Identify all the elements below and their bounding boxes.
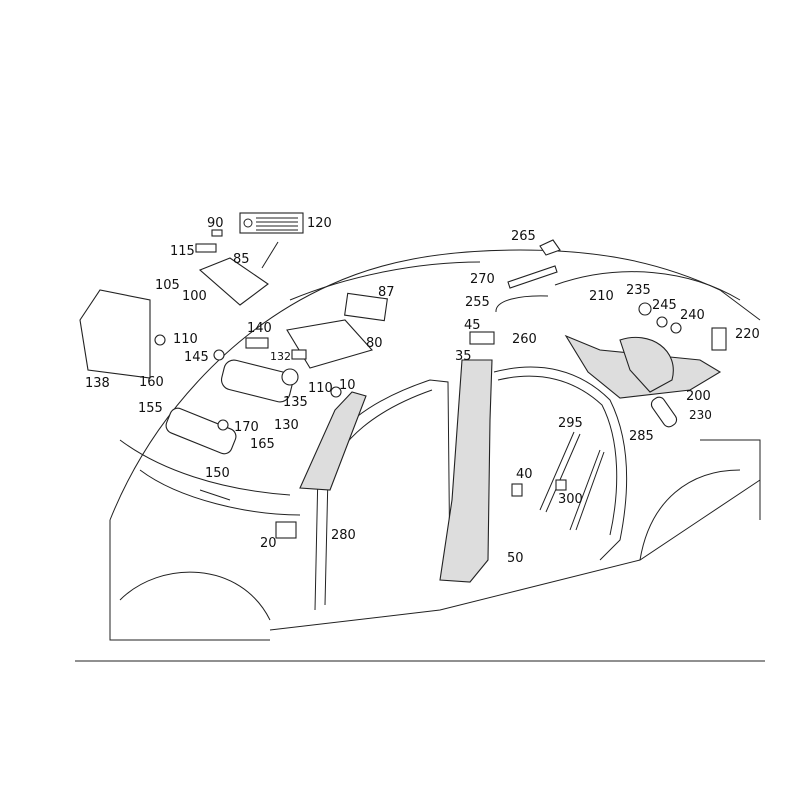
callout-245: 245 bbox=[652, 298, 677, 313]
rear-view-mirror-alt bbox=[165, 407, 237, 455]
callout-240: 240 bbox=[680, 308, 705, 323]
parts bbox=[79, 212, 727, 539]
callout-132: 132 bbox=[270, 350, 291, 363]
callout-100: 100 bbox=[182, 289, 207, 304]
lamp-135 bbox=[281, 368, 299, 386]
vanity-mirror-frame bbox=[344, 292, 388, 322]
callout-165: 165 bbox=[250, 437, 275, 452]
callout-210: 210 bbox=[589, 289, 614, 304]
interior-mirror-assembly bbox=[79, 289, 151, 379]
rear-view-mirror bbox=[220, 359, 294, 403]
callout-80: 80 bbox=[366, 336, 383, 351]
plug-132 bbox=[291, 349, 307, 360]
car-body-outline bbox=[109, 249, 761, 641]
grab-handle-cover-270 bbox=[507, 265, 558, 289]
vent-grille-230 bbox=[650, 396, 678, 428]
callout-130: 130 bbox=[274, 418, 299, 433]
callout-10: 10 bbox=[339, 378, 356, 393]
callout-120: 120 bbox=[307, 216, 332, 231]
callout-300: 300 bbox=[558, 492, 583, 507]
callout-235: 235 bbox=[626, 283, 651, 298]
callout-280: 280 bbox=[331, 528, 356, 543]
prohibited-icon bbox=[243, 218, 253, 228]
callout-138: 138 bbox=[85, 376, 110, 391]
callout-110: 110 bbox=[173, 332, 198, 347]
callout-145: 145 bbox=[184, 350, 209, 365]
callout-170: 170 bbox=[234, 420, 259, 435]
callout-135: 135 bbox=[283, 395, 308, 410]
sun-visor-right bbox=[286, 319, 373, 369]
callout-90: 90 bbox=[207, 216, 224, 231]
clip-300 bbox=[555, 479, 567, 491]
callout-160: 160 bbox=[139, 375, 164, 390]
bracket-20 bbox=[275, 521, 297, 539]
callout-155: 155 bbox=[138, 401, 163, 416]
callout-260: 260 bbox=[512, 332, 537, 347]
cover-140 bbox=[245, 337, 269, 349]
callout-45: 45 bbox=[464, 318, 481, 333]
callout-87: 87 bbox=[378, 285, 395, 300]
callout-295: 295 bbox=[558, 416, 583, 431]
callout-270: 270 bbox=[470, 272, 495, 287]
sun-visor-left bbox=[198, 257, 269, 306]
bracket-45 bbox=[469, 331, 495, 345]
callout-110-b: 110 bbox=[308, 381, 333, 396]
callout-40: 40 bbox=[516, 467, 533, 482]
callout-85: 85 bbox=[233, 252, 250, 267]
callout-265: 265 bbox=[511, 229, 536, 244]
cover-265 bbox=[539, 239, 561, 256]
callout-200: 200 bbox=[686, 389, 711, 404]
callout-20: 20 bbox=[260, 536, 277, 551]
callout-105: 105 bbox=[155, 278, 180, 293]
callout-140: 140 bbox=[247, 321, 272, 336]
callout-230: 230 bbox=[689, 408, 712, 422]
callout-285: 285 bbox=[629, 429, 654, 444]
clip-90 bbox=[211, 229, 223, 237]
clip-115 bbox=[195, 243, 217, 253]
callout-115: 115 bbox=[170, 244, 195, 259]
callout-labels: 90 120 115 85 265 105 100 87 270 210 235… bbox=[85, 216, 760, 566]
clip-40 bbox=[511, 483, 523, 497]
grab-handle-255 bbox=[495, 295, 549, 313]
callout-50: 50 bbox=[507, 551, 524, 566]
callout-150: 150 bbox=[205, 466, 230, 481]
callout-255: 255 bbox=[465, 295, 490, 310]
callout-220: 220 bbox=[735, 327, 760, 342]
bracket-220 bbox=[711, 327, 727, 351]
callout-35: 35 bbox=[455, 349, 472, 364]
